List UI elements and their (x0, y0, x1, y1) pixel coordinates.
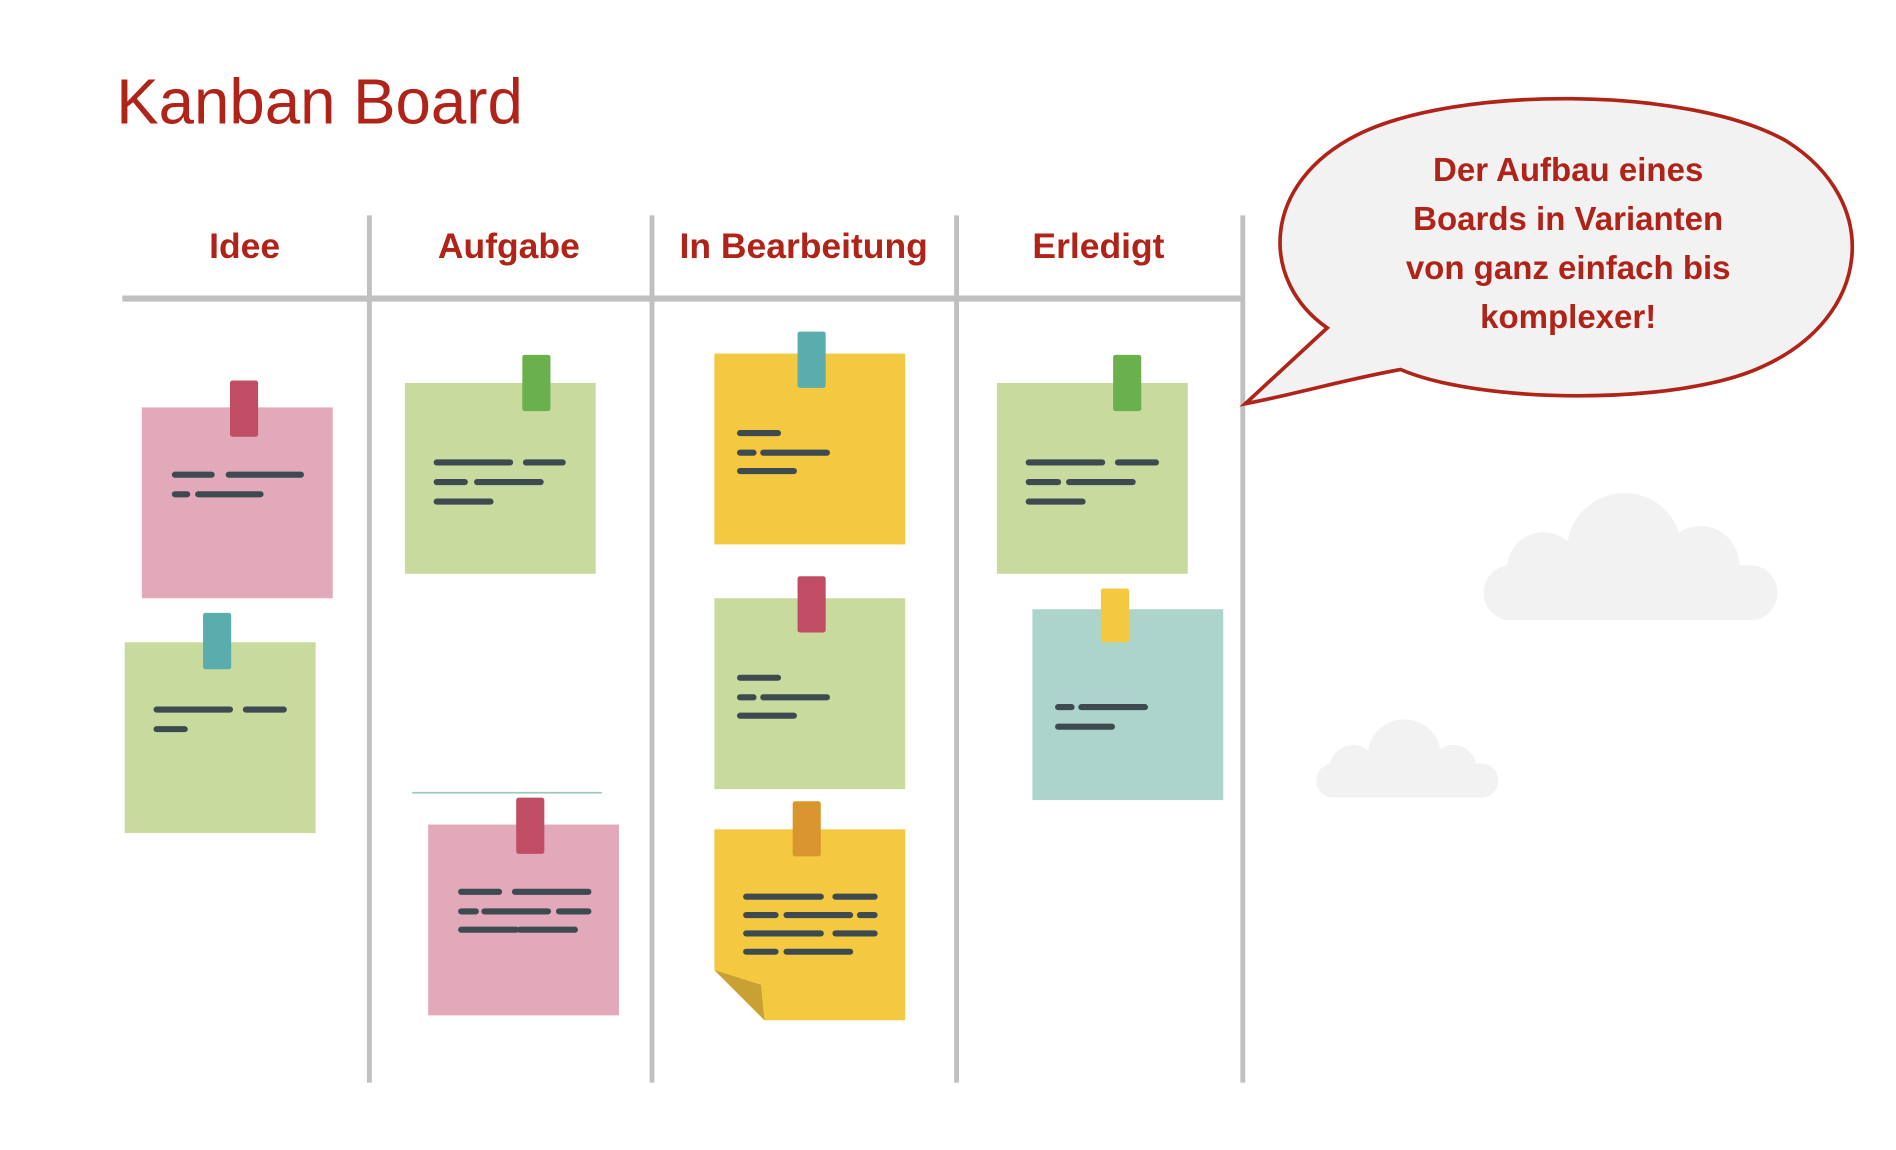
notes-layer (124, 331, 1224, 1021)
tape-icon (1113, 354, 1142, 412)
sticky-note[interactable] (996, 354, 1188, 574)
bubble-line: von ganz einfach bis (1406, 249, 1731, 286)
tape-icon (522, 354, 551, 412)
sticky-note[interactable] (124, 612, 316, 834)
tape-icon (792, 801, 821, 857)
note-paper (996, 382, 1188, 574)
sticky-note[interactable] (428, 797, 619, 1016)
sticky-note[interactable] (404, 354, 596, 574)
bubble-line: Der Aufbau eines (1433, 151, 1703, 188)
note-paper (141, 407, 333, 599)
note-paper (124, 642, 316, 834)
speech-bubble: Der Aufbau eines Boards in Varianten von… (1239, 96, 1855, 407)
sticky-note[interactable] (714, 801, 906, 1021)
bubble-line: Boards in Varianten (1413, 200, 1723, 237)
folded-corner (714, 970, 765, 1021)
sticky-note[interactable] (714, 576, 906, 790)
cloud-icon (1316, 719, 1499, 798)
sticky-note[interactable] (1032, 588, 1224, 801)
column-header-aufgabe: Aufgabe (438, 226, 580, 266)
column-header-in-bearbeitung: In Bearbeitung (680, 226, 928, 266)
board-grid (122, 215, 1246, 1083)
page-title: Kanban Board (116, 67, 523, 138)
tape-icon (516, 797, 545, 854)
tape-icon (203, 612, 232, 670)
bubble-line: komplexer! (1480, 298, 1656, 335)
tape-icon (797, 576, 826, 633)
tape-icon (229, 380, 259, 437)
sticky-note[interactable] (141, 380, 333, 599)
tape-icon (1100, 588, 1130, 643)
note-paper (404, 382, 596, 574)
cloud-icon (1483, 493, 1778, 621)
sticky-note[interactable] (714, 331, 906, 545)
column-header-erledigt: Erledigt (1032, 226, 1164, 266)
column-header-idee: Idee (209, 226, 280, 266)
tape-icon (797, 331, 826, 388)
note-paper (428, 824, 619, 1016)
note-paper (714, 829, 906, 1021)
